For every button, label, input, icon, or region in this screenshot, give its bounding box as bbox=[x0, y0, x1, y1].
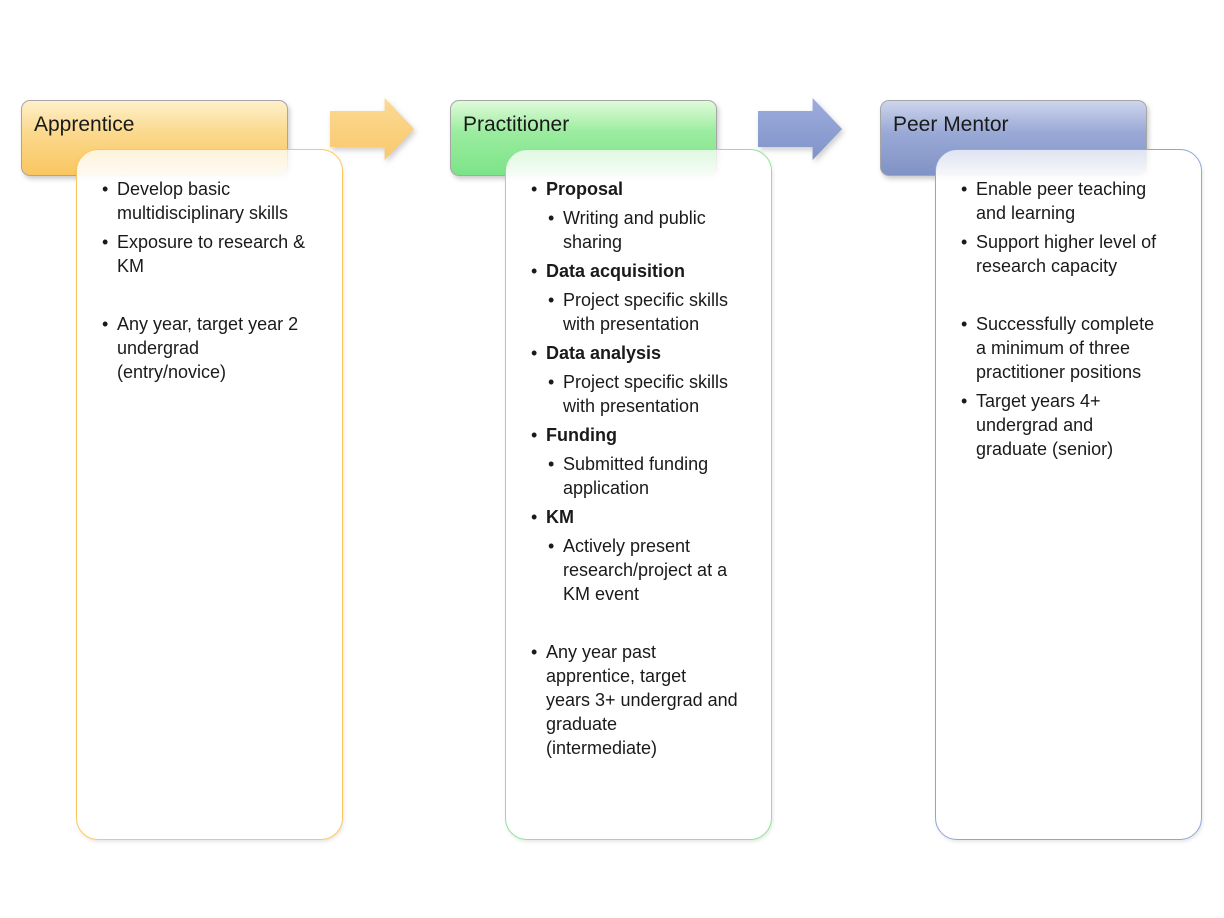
sub-bullet-item: Actively present research/project at a K… bbox=[547, 534, 759, 606]
sub-bullet-item: Writing and public sharing bbox=[547, 206, 759, 254]
bullet-item: Data acquisition bbox=[530, 259, 759, 283]
stage-title-peer-mentor: Peer Mentor bbox=[893, 113, 1009, 136]
bullet-item: Exposure to research & KM bbox=[101, 230, 330, 278]
bullet-item: Support higher level of research capacit… bbox=[960, 230, 1189, 278]
sub-bullet-item: Project specific skills with presentatio… bbox=[547, 370, 759, 418]
bullet-item: Data analysis bbox=[530, 341, 759, 365]
stage-peer-mentor: Peer Mentor Enable peer teaching and lea… bbox=[880, 100, 1204, 845]
bullet-list-apprentice: Develop basic multidisciplinary skillsEx… bbox=[101, 177, 330, 384]
bullet-item: Any year past apprentice, target years 3… bbox=[530, 640, 759, 760]
bullet-list-peer-mentor: Enable peer teaching and learningSupport… bbox=[960, 177, 1189, 461]
right-arrow-icon bbox=[330, 98, 414, 160]
bullet-item: Any year, target year 2 undergrad (entry… bbox=[101, 312, 330, 384]
right-arrow-shape bbox=[330, 98, 414, 160]
bullet-item: Funding bbox=[530, 423, 759, 447]
bullet-item: Target years 4+ undergrad and graduate (… bbox=[960, 389, 1189, 461]
bullet-item: KM bbox=[530, 505, 759, 529]
bullet-list-practitioner: ProposalWriting and public sharingData a… bbox=[530, 177, 759, 760]
right-arrow-icon bbox=[758, 98, 842, 160]
stage-card-peer-mentor: Enable peer teaching and learningSupport… bbox=[935, 149, 1202, 840]
stage-title-practitioner: Practitioner bbox=[463, 113, 570, 136]
bullet-item: Develop basic multidisciplinary skills bbox=[101, 177, 330, 225]
sub-bullet-item: Project specific skills with presentatio… bbox=[547, 288, 759, 336]
stage-practitioner: Practitioner ProposalWriting and public … bbox=[450, 100, 774, 845]
stage-card-practitioner: ProposalWriting and public sharingData a… bbox=[505, 149, 772, 840]
bullet-item: Successfully complete a minimum of three… bbox=[960, 312, 1189, 384]
bullet-item: Proposal bbox=[530, 177, 759, 201]
stage-apprentice: Apprentice Develop basic multidisciplina… bbox=[21, 100, 345, 845]
bullet-item: Enable peer teaching and learning bbox=[960, 177, 1189, 225]
sub-bullet-item: Submitted funding application bbox=[547, 452, 759, 500]
stage-title-apprentice: Apprentice bbox=[34, 113, 135, 136]
right-arrow-shape bbox=[758, 98, 842, 160]
stage-card-apprentice: Develop basic multidisciplinary skillsEx… bbox=[76, 149, 343, 840]
